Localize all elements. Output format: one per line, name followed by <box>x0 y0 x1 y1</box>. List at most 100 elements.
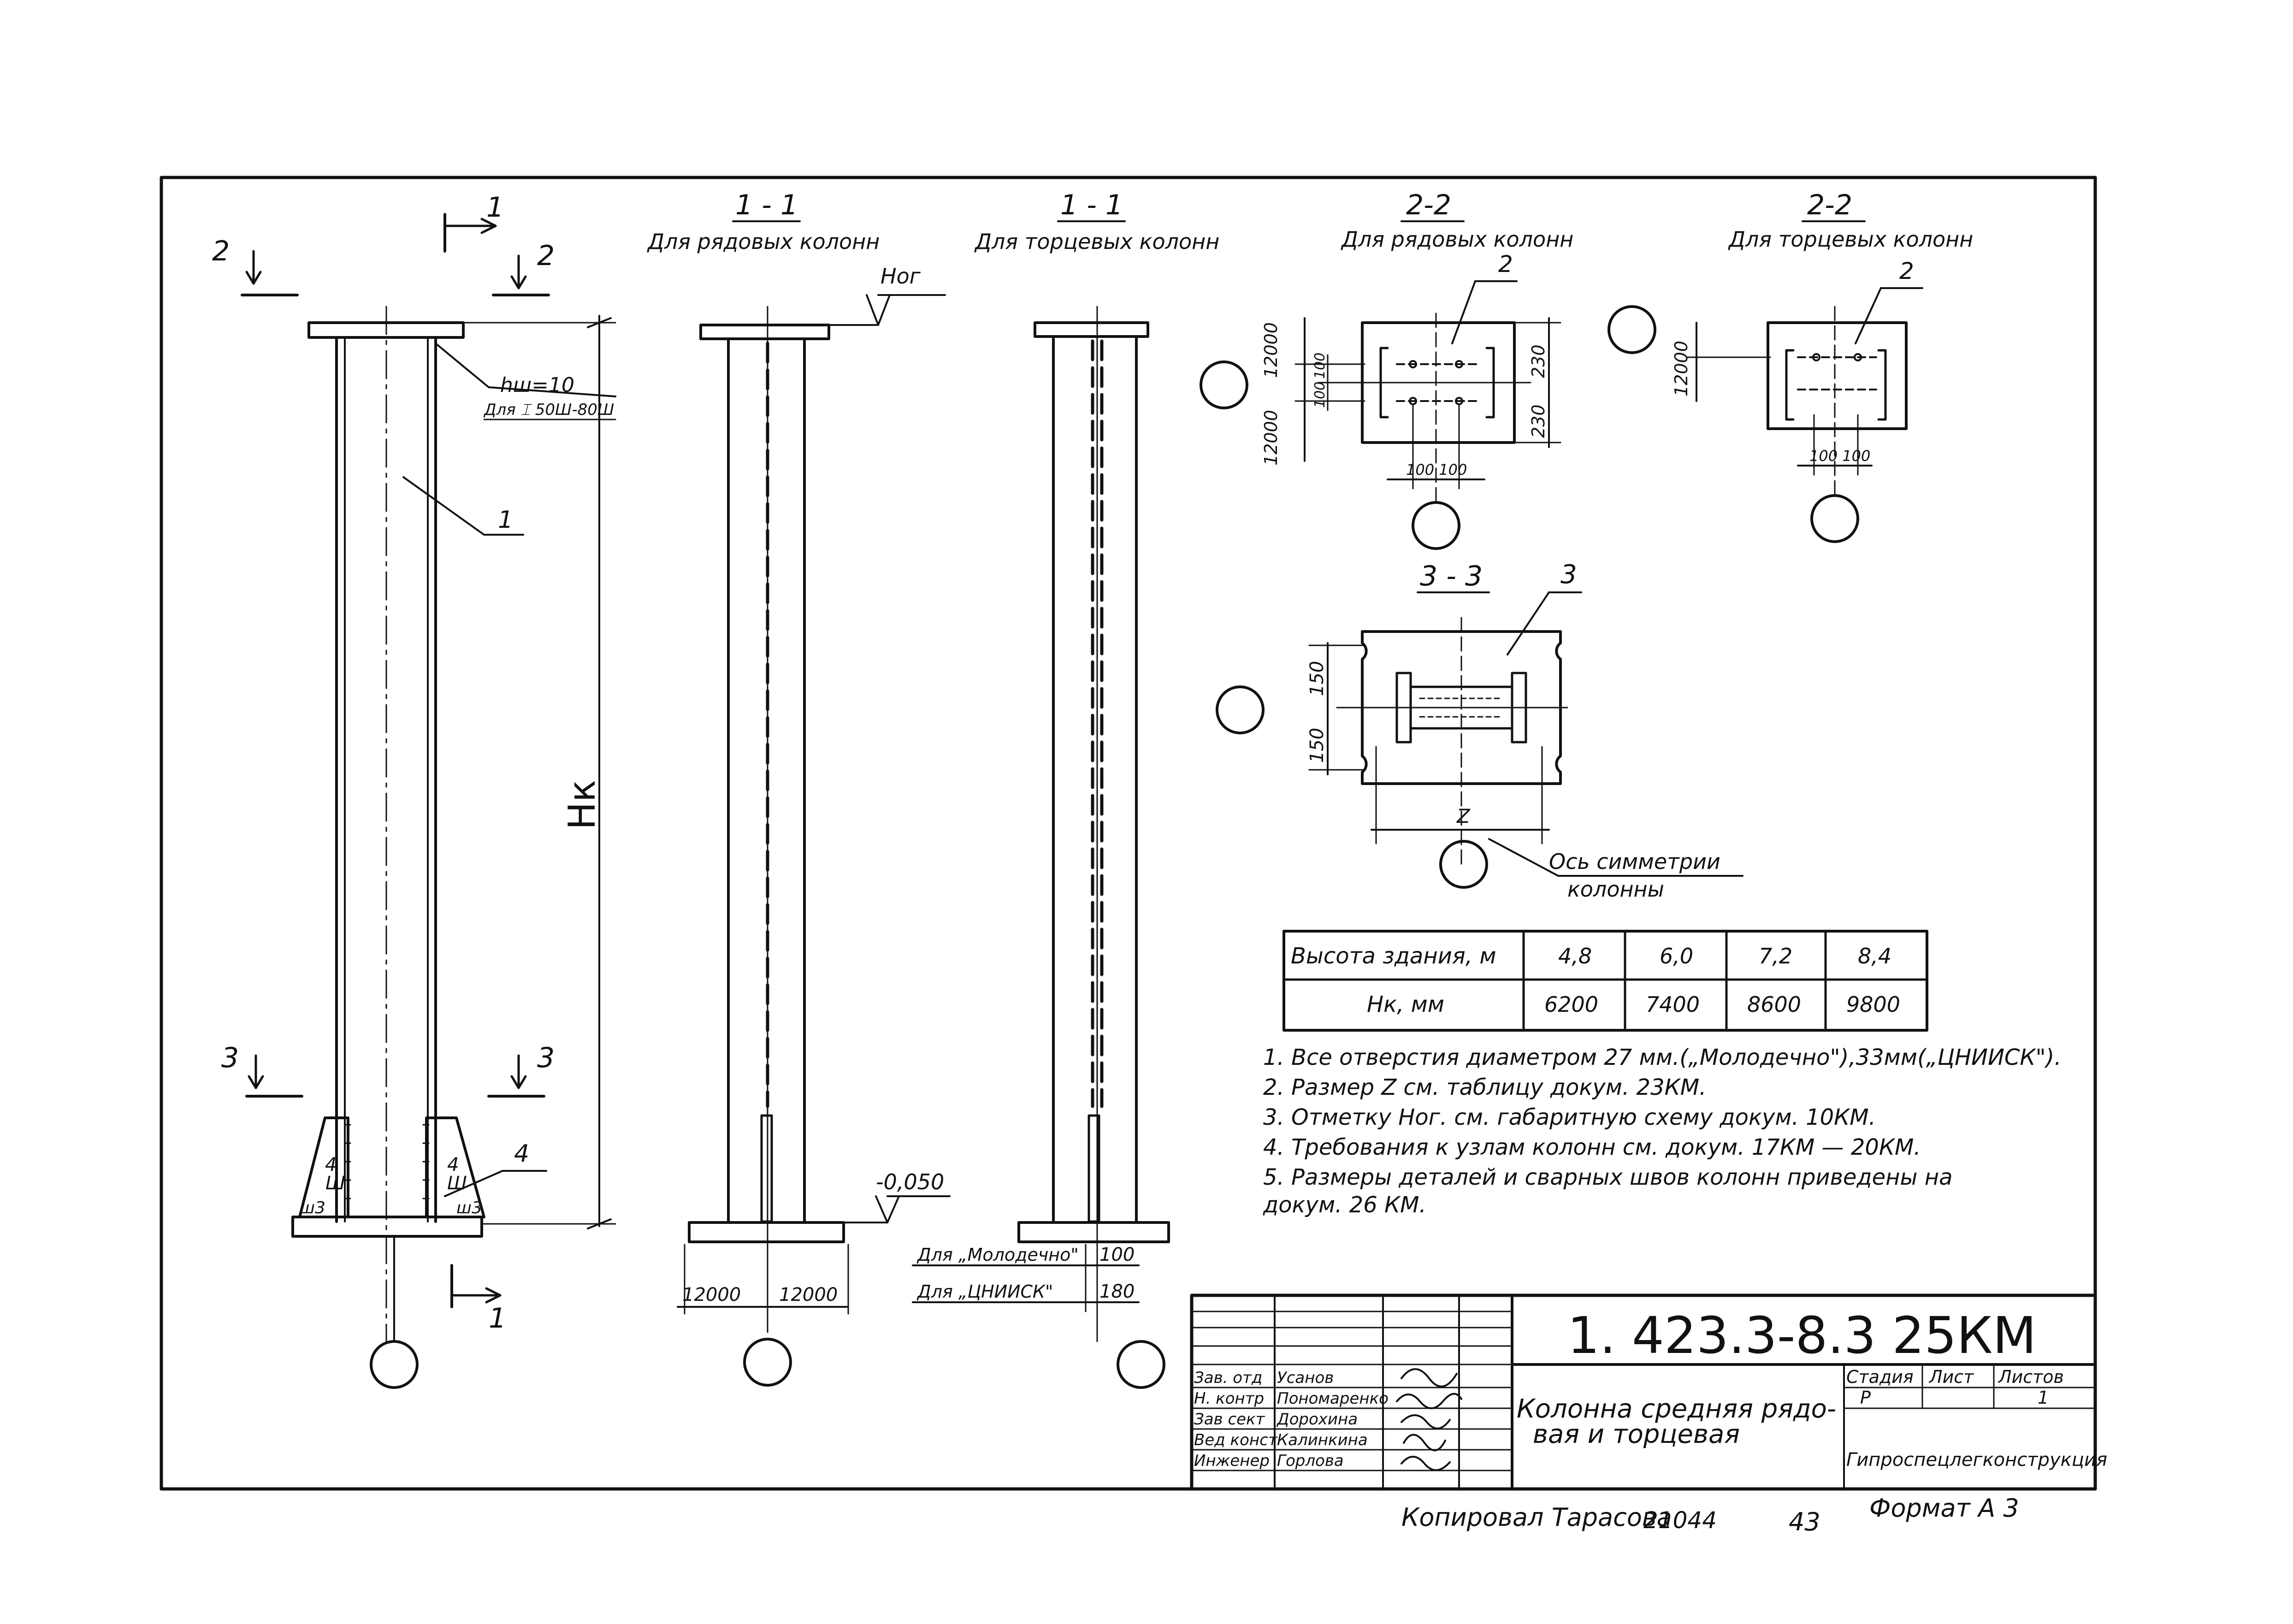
dim-end-bottom: 100 100 <box>1809 447 1870 465</box>
stage-header: Стадия <box>1846 1367 1914 1387</box>
height-table: Высота здания, м Hк, мм 4,8 6,0 7,2 8,4 … <box>1282 930 1928 1032</box>
dim-row-100-a: 100 <box>1312 353 1328 379</box>
format-label: Формат А 3 <box>1869 1494 2019 1523</box>
dim-molodechno-value: 100 <box>1099 1244 1135 1265</box>
mark-hog: Hог <box>881 264 921 289</box>
section-mark-2-right: 2 <box>537 240 555 272</box>
stage-value: Р <box>1860 1388 1871 1408</box>
dim-end-12000: 12000 <box>1671 341 1691 396</box>
base-mark-sh3-right: ш3 <box>456 1199 482 1217</box>
dim-150-a: 150 <box>1306 661 1328 696</box>
table-hk-4: 9800 <box>1846 992 1900 1017</box>
dim-row-230-b: 230 <box>1528 404 1548 438</box>
sheet-header: Лист <box>1928 1367 1974 1387</box>
dim-molodechno-label: Для „Молодечно" <box>916 1245 1079 1265</box>
section-3-3-callout: 3 <box>1560 560 1577 590</box>
column-elevation: 1 2 2 4 Ш ш3 4 Ш <box>212 191 616 1389</box>
drawing-title-line1: Колонна средняя рядо- <box>1517 1394 1836 1424</box>
staff-role-2: Н. контр <box>1194 1389 1264 1408</box>
section-2-2-row-caption: Для рядовых колонн <box>1341 227 1573 252</box>
drawing-title-line2: вая и торцевая <box>1533 1419 1740 1449</box>
table-hk-1: 6200 <box>1544 992 1598 1017</box>
table-height-3: 7,2 <box>1759 944 1792 968</box>
base-mark-4-left: 4 <box>325 1154 337 1175</box>
axis-note-line2: колонны <box>1567 877 1664 902</box>
section-1-1-row-caption: Для рядовых колонн <box>647 229 880 254</box>
section-1-1-row: 1 - 1 Для рядовых колонн Hог -0,050 1200… <box>647 189 951 1387</box>
drawing-code: 1. 423.3-8.3 25КМ <box>1567 1306 2036 1365</box>
notes: 1. Все отверстия диаметром 27 мм.(„Молод… <box>1263 1045 2062 1218</box>
footer: Копировал Тарасова 21044 43 Формат А 3 <box>1401 1494 2019 1536</box>
table-header-hk: Hк, мм <box>1367 992 1444 1017</box>
copied-by: Копировал Тарасова <box>1401 1503 1672 1532</box>
sheet-frame <box>160 176 2097 1491</box>
section-1-1-row-number: 1 - 1 <box>735 189 798 221</box>
note-2: 2. Размер Z см. таблицу докум. 23КМ. <box>1263 1075 1706 1100</box>
weld-label-hsh: hш=10 <box>500 373 574 397</box>
dim-z: Z <box>1456 805 1471 827</box>
dim-row-230-a: 230 <box>1528 344 1548 378</box>
height-label-hk: Hк <box>561 780 603 830</box>
dim-row-12000-top: 12000 <box>1261 322 1281 378</box>
dim-12000-right: 12000 <box>779 1284 838 1305</box>
callout-4: 4 <box>514 1140 529 1168</box>
section-2-2-row-number: 2-2 <box>1406 189 1451 221</box>
section-mark-3-right: 3 <box>537 1042 555 1074</box>
note-5: 5. Размеры деталей и сварных швов колонн… <box>1263 1164 1953 1190</box>
dim-cniisk-label: Для „ЦНИИСК" <box>916 1281 1053 1302</box>
dim-12000-left: 12000 <box>682 1284 741 1305</box>
note-5-cont: докум. 26 КМ. <box>1263 1192 1426 1218</box>
section-2-2-row-callout: 2 <box>1498 251 1513 278</box>
base-mark-sh3-left: ш3 <box>300 1199 325 1217</box>
table-height-1: 4,8 <box>1558 944 1592 968</box>
section-1-1-end-number: 1 - 1 <box>1060 189 1123 221</box>
staff-name-3: Дорохина <box>1276 1410 1358 1429</box>
table-hk-2: 7400 <box>1646 992 1700 1017</box>
note-4: 4. Требования к узлам колонн см. докум. … <box>1263 1134 1921 1160</box>
section-2-2-end: 2-2 Для торцевых колонн 2 12000 100 100 <box>1607 189 1973 543</box>
weld-label-profile: Для ⌶ 50Ш-80Ш <box>483 401 614 419</box>
staff-role-3: Зав сект <box>1194 1410 1265 1429</box>
staff-role-5: Инженер <box>1194 1452 1270 1470</box>
axis-note-line1: Ось симметрии <box>1549 849 1720 874</box>
dim-150-b: 150 <box>1306 728 1328 763</box>
page-number: 43 <box>1789 1507 1820 1536</box>
dim-row-12000-bottom: 12000 <box>1261 410 1281 466</box>
signatures <box>1396 1368 1462 1471</box>
note-1: 1. Все отверстия диаметром 27 мм.(„Молод… <box>1263 1045 2062 1070</box>
table-height-4: 8,4 <box>1858 944 1891 968</box>
section-2-2-end-callout: 2 <box>1899 258 1914 284</box>
section-mark-1-bottom: 1 <box>489 1302 506 1335</box>
section-mark-3-left: 3 <box>221 1042 239 1074</box>
order-number: 21044 <box>1643 1507 1717 1534</box>
section-3-3-number: 3 - 3 <box>1420 560 1483 592</box>
section-2-2-end-caption: Для торцевых колонн <box>1728 227 1973 252</box>
callout-1: 1 <box>498 506 513 534</box>
section-2-2-row: 2-2 Для рядовых колонн 2 12000 12000 100… <box>1200 189 1573 550</box>
sheets-value: 1 <box>2038 1388 2049 1408</box>
section-2-2-end-number: 2-2 <box>1807 189 1852 221</box>
staff-name-4: Калинкина <box>1277 1431 1368 1449</box>
staff-name-5: Горлова <box>1277 1452 1344 1470</box>
section-1-1-end-caption: Для торцевых колонн <box>974 229 1219 254</box>
dim-cniisk-value: 180 <box>1099 1281 1135 1302</box>
organization: Гипроспецлегконструкция <box>1846 1449 2107 1470</box>
mark-minus-0050: -0,050 <box>876 1169 944 1194</box>
dim-row-100-b: 100 <box>1312 382 1328 408</box>
section-mark-2-left: 2 <box>212 235 230 267</box>
base-mark-sh-left: Ш <box>325 1173 345 1194</box>
table-height-2: 6,0 <box>1660 944 1693 968</box>
dim-row-bottom: 100 100 <box>1406 461 1467 478</box>
staff-name-2: Пономаренко <box>1277 1389 1389 1408</box>
section-1-1-end: 1 - 1 Для торцевых колонн Для „Молодечно… <box>912 189 1219 1389</box>
note-3: 3. Отметку Hог. см. габаритную схему док… <box>1263 1104 1876 1130</box>
section-mark-1-top: 1 <box>486 191 504 224</box>
sheets-header: Листов <box>1998 1367 2064 1387</box>
staff-name-1: Усанов <box>1277 1369 1334 1387</box>
table-header-height: Высота здания, м <box>1291 943 1496 969</box>
table-hk-3: 8600 <box>1747 992 1801 1017</box>
staff-role-4: Вед конст <box>1194 1431 1278 1449</box>
staff-role-1: Зав. отд <box>1194 1369 1262 1387</box>
title-block: 1. 423.3-8.3 25КМ Колонна средняя рядо- … <box>1190 1293 2107 1491</box>
